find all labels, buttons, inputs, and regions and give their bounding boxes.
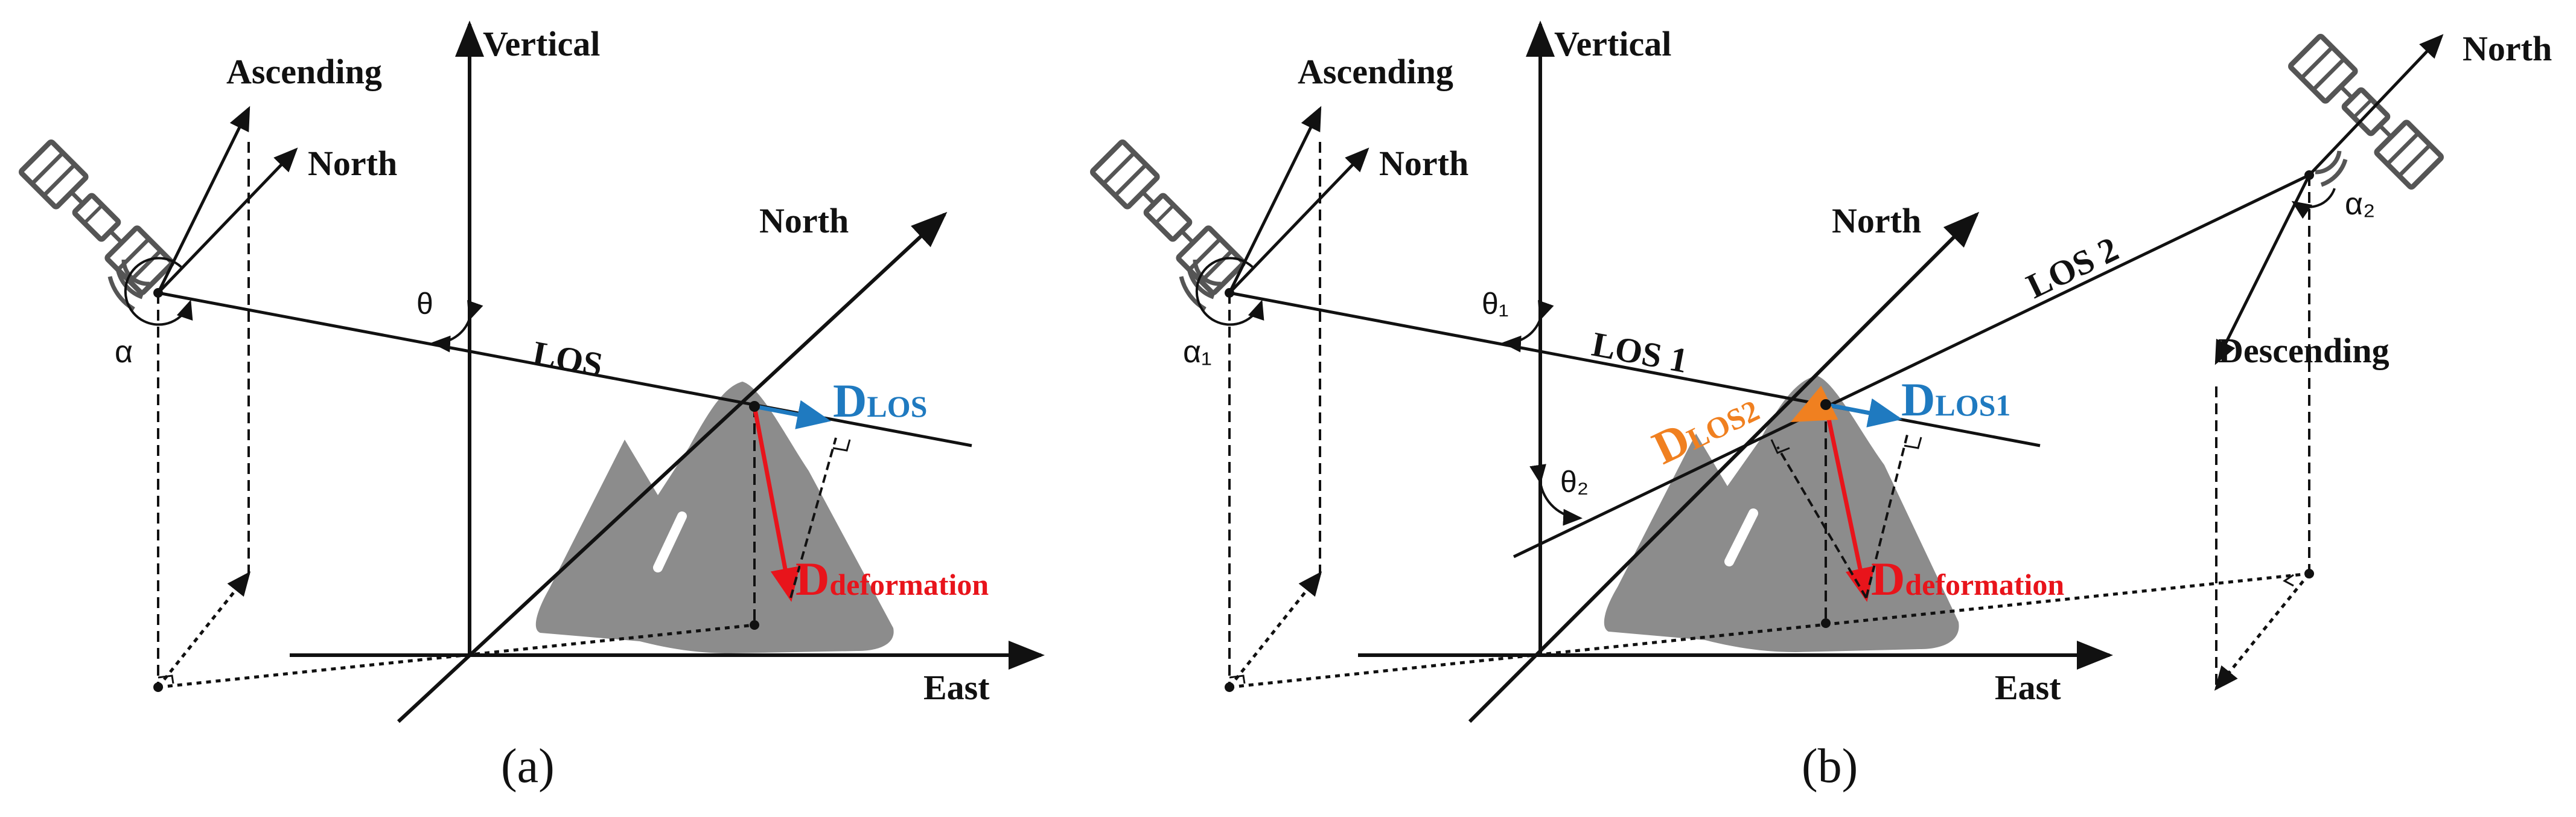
los-line bbox=[158, 291, 972, 447]
vertical-label: Vertical bbox=[483, 24, 600, 63]
alpha2-angle-arc bbox=[2291, 188, 2336, 219]
alpha1-label: α₁ bbox=[1183, 335, 1212, 370]
caption-a: (a) bbox=[501, 740, 555, 793]
d-los1-label: DLOS1 bbox=[1901, 373, 2010, 426]
ascending-label: Ascending bbox=[226, 52, 382, 91]
d-los-vector bbox=[754, 400, 831, 429]
d-deformation-sub: deformation bbox=[829, 568, 989, 601]
los-label: LOS bbox=[530, 333, 606, 385]
north-small-label: North bbox=[1379, 144, 1468, 183]
d-deformation-label: Ddeformation bbox=[795, 553, 989, 605]
vertical-label: Vertical bbox=[1554, 24, 1671, 63]
d-deformation-sub: deformation bbox=[1905, 568, 2064, 601]
d-los1-sub: LOS1 bbox=[1935, 388, 2010, 422]
right-angle-marker bbox=[158, 674, 174, 684]
d-los-sub: LOS bbox=[867, 389, 927, 423]
los1-label: LOS 1 bbox=[1589, 324, 1691, 380]
right-angle-marker bbox=[1904, 437, 1922, 449]
ascending-arrow bbox=[156, 106, 250, 294]
nadir-ground-point bbox=[153, 682, 163, 692]
deformation-to-los-dashed bbox=[789, 437, 837, 598]
north-desc-label: North bbox=[2463, 29, 2552, 68]
deformation-to-los2-dashed bbox=[1776, 446, 1867, 599]
theta-label: θ bbox=[416, 287, 433, 321]
ground-point bbox=[1821, 618, 1831, 628]
theta1-label: θ₁ bbox=[1482, 287, 1509, 321]
right-angle-marker bbox=[1770, 439, 1790, 454]
d-los2-vector bbox=[1790, 385, 1838, 423]
alpha2-label: α₂ bbox=[2345, 187, 2375, 222]
target-point bbox=[749, 401, 760, 412]
d-los-main: D bbox=[833, 374, 867, 427]
right-angle-marker bbox=[1229, 674, 1246, 684]
ground-projection-line bbox=[1229, 572, 2310, 689]
d-los2-sub: LOS2 bbox=[1682, 393, 1764, 457]
alpha-label: α bbox=[115, 335, 133, 370]
east-label: East bbox=[1995, 668, 2061, 707]
target-point bbox=[1820, 399, 1831, 410]
los2-line bbox=[1513, 173, 2310, 559]
right-angle-marker bbox=[832, 439, 851, 452]
ascending-arrow bbox=[1228, 106, 1322, 294]
los1-line bbox=[1229, 291, 2041, 447]
theta2-angle-arc bbox=[1529, 464, 1583, 526]
panel-b: Vertical Ascending North North North Des… bbox=[1092, 21, 2552, 793]
d-los1-main: D bbox=[1901, 373, 1935, 426]
panel-a: Vertical Ascending North North East LOS … bbox=[21, 21, 1045, 793]
ascending-ground-track bbox=[1228, 571, 1322, 688]
deformation-vector bbox=[752, 406, 800, 602]
north-small-arrow bbox=[157, 147, 298, 294]
satellite-point bbox=[1225, 288, 1234, 298]
alpha1-angle-arc bbox=[1195, 257, 1264, 326]
satellite-icon bbox=[21, 141, 173, 312]
ground-projection-line bbox=[158, 623, 755, 689]
north-desc-arrow bbox=[2308, 34, 2444, 176]
satellite-icon bbox=[1092, 141, 1245, 312]
deformation-vector bbox=[1823, 404, 1875, 602]
d-deformation-main: D bbox=[1871, 553, 1905, 605]
satellite-point bbox=[153, 288, 163, 298]
mountain-illustration bbox=[535, 382, 894, 653]
ascending-ground-track bbox=[157, 571, 251, 688]
north-label: North bbox=[1832, 201, 1921, 240]
alpha-angle-arc bbox=[124, 257, 193, 326]
mountain-ridge-highlight bbox=[1724, 508, 1758, 566]
d-deformation-label: Ddeformation bbox=[1871, 553, 2064, 605]
los2-label: LOS 2 bbox=[2021, 229, 2125, 306]
d-deformation-main: D bbox=[795, 553, 829, 605]
ascending-label: Ascending bbox=[1298, 52, 1453, 91]
ground-point bbox=[750, 620, 759, 630]
north-axis bbox=[1468, 211, 1980, 723]
north-small-label: North bbox=[308, 144, 397, 183]
nadir-ground-point bbox=[1225, 682, 1234, 692]
north-label: North bbox=[759, 201, 849, 240]
theta1-angle-arc bbox=[1502, 300, 1554, 353]
descending-ground-track bbox=[2214, 572, 2310, 691]
theta2-label: θ₂ bbox=[1560, 465, 1589, 499]
d-los-label: DLOS bbox=[833, 374, 927, 427]
theta-angle-arc bbox=[431, 300, 483, 353]
east-label: East bbox=[923, 668, 990, 707]
north-axis bbox=[397, 211, 948, 723]
mountain-ridge-highlight bbox=[653, 511, 687, 572]
descending-label: Descending bbox=[2218, 331, 2389, 370]
north-small-arrow bbox=[1228, 147, 1369, 294]
caption-b: (b) bbox=[1802, 740, 1858, 793]
desc-satellite-point bbox=[2304, 170, 2314, 180]
deformation-to-los1-dashed bbox=[1865, 434, 1908, 598]
satellite-icon bbox=[2290, 36, 2443, 188]
